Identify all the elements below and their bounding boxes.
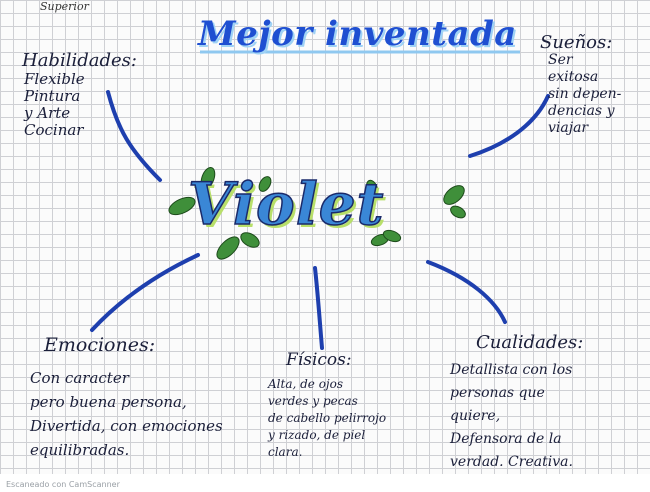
suenos-list: Ser exitosa sin depen- dencias y viajar	[548, 52, 621, 137]
connector-suenos	[468, 94, 550, 158]
connector-emociones	[90, 253, 200, 332]
suenos-item: Ser	[548, 52, 573, 68]
fisicos-item: verdes y pecas	[268, 394, 358, 408]
cualidades-item: Defensora de la	[450, 431, 562, 447]
cualidades-heading: Cualidades:	[476, 332, 584, 353]
suenos-item: viajar	[548, 120, 589, 136]
fisicos-list: Alta, de ojos verdes y pecas de cabello …	[268, 376, 386, 461]
emociones-item: Con caracter	[30, 369, 129, 387]
cualidades-item: Detallista con los	[450, 362, 573, 378]
graph-paper-background	[0, 0, 650, 474]
center-name: Violet	[187, 169, 385, 239]
habilidades-item: y Arte	[24, 104, 71, 122]
habilidades-list: Flexible Pintura y Arte Cocinar	[24, 70, 85, 139]
corner-note: Superior	[40, 0, 89, 13]
cualidades-list: Detallista con los personas que quiere, …	[450, 358, 573, 473]
habilidades-item: Pintura	[24, 87, 81, 105]
cualidades-item: verdad. Creativa.	[450, 454, 573, 470]
scanner-watermark: Escaneado con CamScanner	[6, 480, 120, 489]
connector-fisicos	[313, 266, 324, 350]
fisicos-heading: Físicos:	[286, 350, 352, 370]
suenos-item: exitosa	[548, 69, 599, 85]
cualidades-item: personas que	[450, 385, 545, 401]
emociones-item: Divertida, con emociones	[30, 417, 223, 435]
fisicos-item: clara.	[268, 445, 303, 459]
leaf-icon	[168, 166, 466, 260]
fisicos-item: Alta, de ojos	[268, 377, 344, 391]
suenos-heading: Sueños:	[540, 32, 613, 53]
emociones-item: pero buena persona,	[30, 393, 187, 411]
emociones-item: equilibradas.	[30, 441, 130, 459]
suenos-item: sin depen-	[548, 86, 622, 102]
fisicos-item: de cabello pelirrojo	[268, 411, 387, 425]
connector-cualidades	[426, 260, 507, 324]
cualidades-item: quiere,	[450, 408, 501, 424]
page-title: Mejor inventada	[198, 14, 517, 54]
habilidades-heading: Habilidades:	[22, 50, 137, 71]
suenos-item: dencias y	[548, 103, 615, 119]
emociones-list: Con caracter pero buena persona, Diverti…	[30, 366, 223, 462]
habilidades-item: Flexible	[24, 70, 85, 88]
habilidades-item: Cocinar	[24, 121, 84, 139]
emociones-heading: Emociones:	[44, 334, 156, 356]
fisicos-item: y rizado, de piel	[268, 428, 366, 442]
connector-habilidades	[106, 90, 162, 182]
